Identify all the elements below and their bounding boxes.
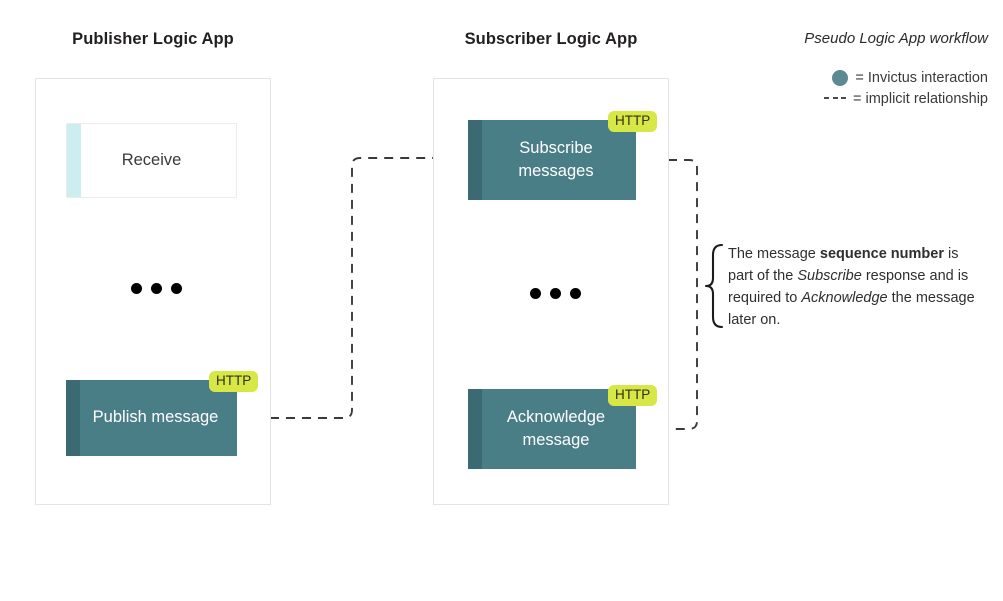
ellipsis-dot — [530, 288, 541, 299]
legend-item-implicit-label: = implicit relationship — [853, 91, 988, 107]
annotation-bold-sequence-number: sequence number — [819, 246, 944, 262]
action-subscribe-messages[interactable]: Subscribe messages — [468, 120, 636, 200]
publish-accent-stripe — [66, 380, 80, 456]
ellipsis-dot — [550, 288, 561, 299]
subscriber-ellipsis — [530, 288, 581, 299]
publisher-column-title: Publisher Logic App — [72, 30, 234, 48]
annotation-italic-subscribe: Subscribe — [797, 268, 862, 285]
http-badge-acknowledge: HTTP — [608, 385, 658, 406]
legend-dashed-line-icon — [824, 97, 846, 101]
action-publish-message[interactable]: Publish message — [66, 380, 237, 456]
ellipsis-dot — [131, 283, 142, 294]
ellipsis-dot — [570, 288, 581, 299]
action-subscribe-messages-label-line2: messages — [518, 162, 594, 180]
receive-accent-stripe — [67, 124, 81, 197]
publisher-ellipsis — [131, 283, 182, 294]
legend-item-implicit: = implicit relationship — [703, 91, 988, 107]
annotation-text: The message sequence number is part of t… — [728, 243, 986, 331]
legend-item-invictus-label: = Invictus interaction — [855, 70, 988, 86]
annotation-brace — [704, 243, 724, 329]
action-subscribe-messages-label-line1: Subscribe — [519, 138, 593, 157]
action-acknowledge-message-label-line2: message — [522, 431, 590, 449]
annotation-part2: is part of the — [728, 246, 959, 285]
legend-title: Pseudo Logic App workflow — [804, 30, 988, 47]
acknowledge-accent-stripe — [468, 389, 482, 469]
legend-item-invictus: = Invictus interaction — [703, 70, 988, 86]
annotation-part3: response and is required to — [728, 268, 969, 307]
ellipsis-dot — [151, 283, 162, 294]
subscribe-accent-stripe — [468, 120, 482, 200]
action-receive-label: Receive — [121, 151, 182, 170]
http-badge-subscribe: HTTP — [608, 111, 658, 132]
action-acknowledge-message-label-line1: Acknowledge — [506, 407, 606, 426]
annotation-italic-acknowledge: Acknowledge — [801, 290, 888, 307]
action-receive[interactable]: Receive — [66, 123, 237, 198]
annotation-part4: the message later on. — [728, 290, 975, 329]
ellipsis-dot — [171, 283, 182, 294]
action-publish-message-label: Publish message — [92, 408, 219, 427]
subscriber-column-title: Subscriber Logic App — [464, 30, 638, 48]
legend-circle-icon — [832, 70, 849, 86]
http-badge-publish: HTTP — [209, 371, 259, 392]
annotation-part1: The message — [728, 246, 820, 262]
legend-list: = Invictus interaction = implicit relati… — [703, 70, 988, 107]
